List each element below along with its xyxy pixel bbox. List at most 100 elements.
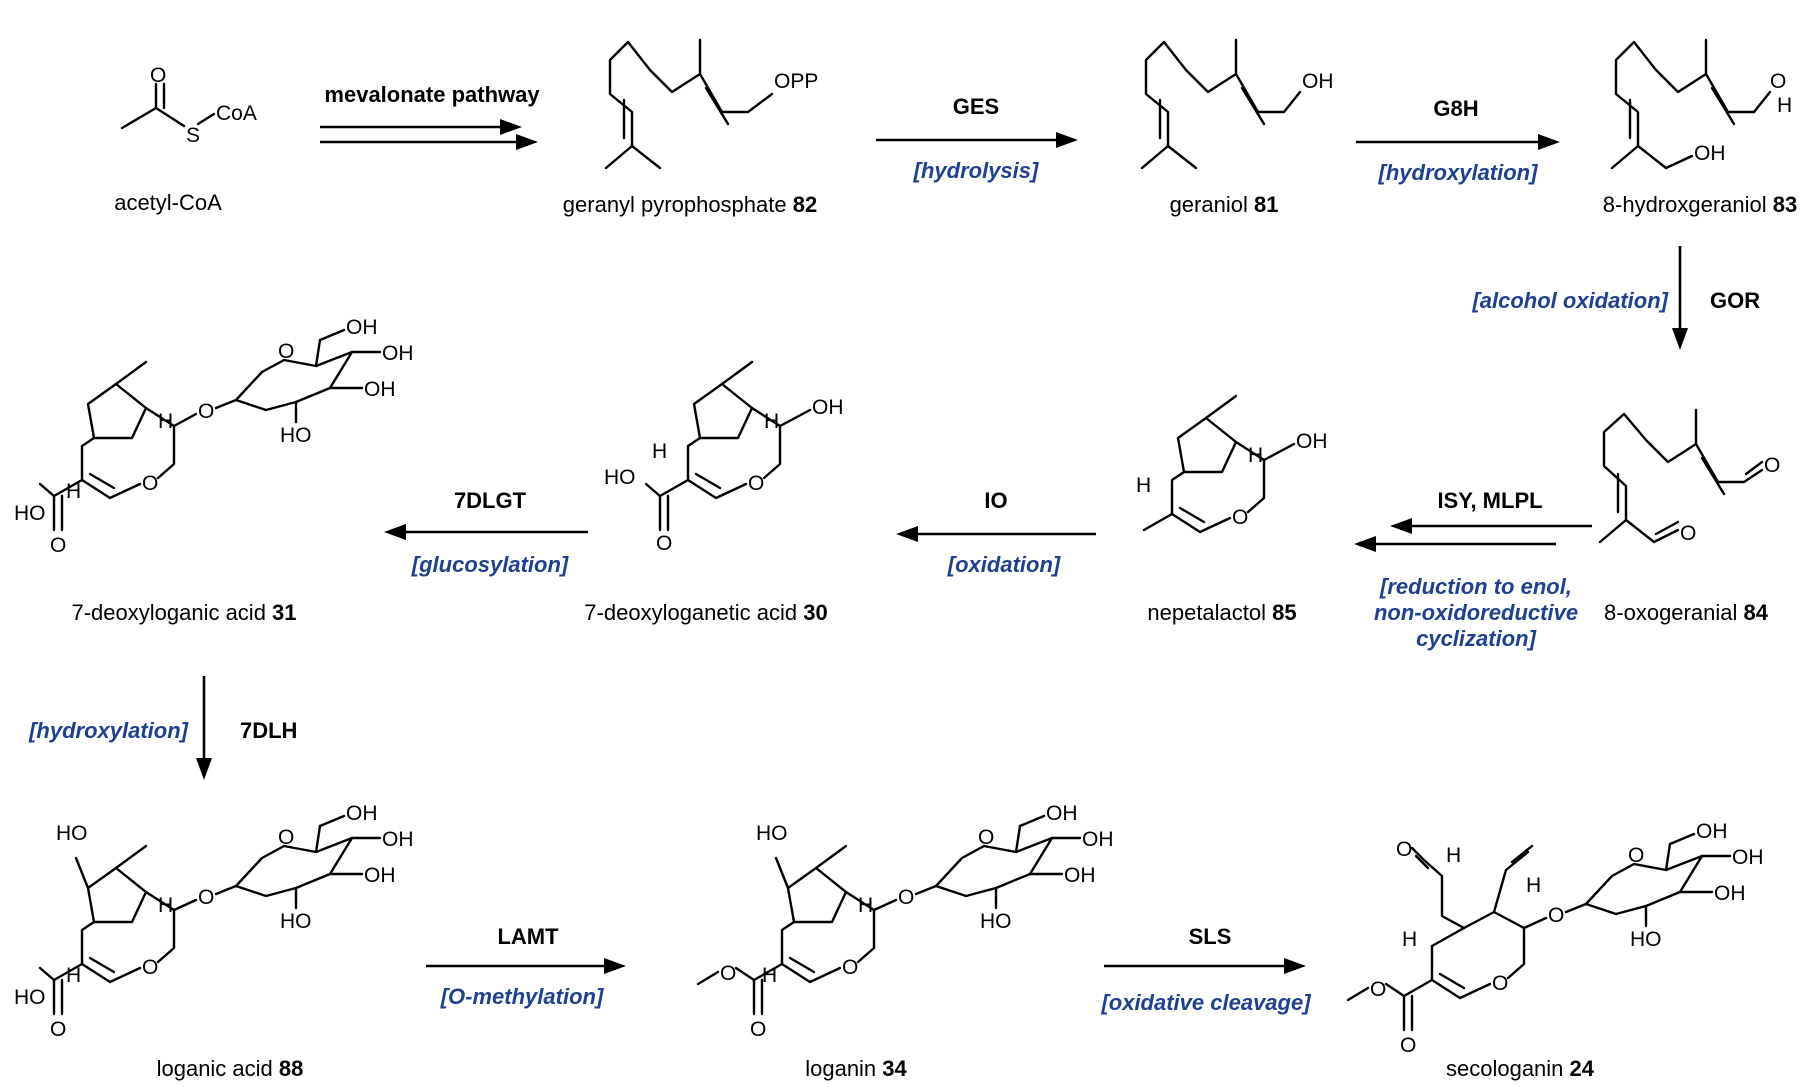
atom-oh: OH [812, 396, 844, 419]
atom-h: H [158, 410, 173, 433]
structure-oxogeranial: O O [1598, 408, 1780, 545]
enzyme-ges: GES [953, 94, 999, 119]
atom-o: O [278, 826, 294, 849]
atom-o: O [150, 64, 166, 87]
arrow-gor [1672, 246, 1688, 350]
arrow-ges [876, 132, 1078, 148]
atom-o: O [656, 532, 672, 555]
atom-h: H [1777, 94, 1792, 117]
atom-ho: HO [756, 822, 788, 845]
enzyme-7dlgt: 7DLGT [454, 488, 527, 513]
structure-acetyl-coa: O S CoA [120, 64, 257, 147]
atom-h: H [66, 964, 81, 987]
atom-oh: OH [1302, 70, 1334, 93]
atom-oh: OH [346, 316, 378, 339]
atom-coa: CoA [216, 102, 257, 125]
atom-ho: HO [604, 466, 636, 489]
atom-o: O [142, 956, 158, 979]
structure-deoxyloganic: O O OH OH OH HO O H H HO O [14, 316, 414, 557]
atom-h: H [762, 964, 777, 987]
atom-o: O [978, 826, 994, 849]
atom-oh: OH [1714, 882, 1746, 905]
enzyme-isy-mlpl: ISY, MLPL [1437, 488, 1542, 513]
arrow-7dlgt [384, 524, 588, 540]
atom-ho: HO [14, 502, 46, 525]
atom-h: H [858, 894, 873, 917]
enzyme-sls: SLS [1189, 924, 1232, 949]
reaction-hydrolysis: [hydrolysis] [913, 158, 1039, 183]
atom-oh: OH [1046, 802, 1078, 825]
atom-o: O [750, 1018, 766, 1041]
atom-h: H [1526, 874, 1541, 897]
structure-nepetalactol: OH O H H [1136, 394, 1328, 534]
atom-o: O [198, 400, 214, 423]
reaction-o-methylation: [O-methylation] [440, 984, 604, 1009]
atom-h: H [1402, 928, 1417, 951]
atom-o: O [1400, 1034, 1416, 1057]
structure-geraniol: OH [1140, 38, 1334, 170]
atom-o: O [1680, 522, 1696, 545]
atom-ho: HO [980, 910, 1012, 933]
atom-o: O [50, 534, 66, 557]
atom-oh: OH [346, 802, 378, 825]
reaction-alcohol-oxidation: [alcohol oxidation] [1471, 288, 1668, 313]
enzyme-lamt: LAMT [497, 924, 559, 949]
atom-oh: OH [382, 828, 414, 851]
atom-oh: OH [364, 864, 396, 887]
atom-h: H [1446, 844, 1461, 867]
atom-o: O [1396, 838, 1412, 861]
atom-o: O [748, 472, 764, 495]
arrow-sls [1104, 958, 1306, 974]
atom-o: O [50, 1018, 66, 1041]
atom-o: O [1628, 844, 1644, 867]
label-acetyl-coa: acetyl-CoA [114, 190, 222, 215]
atom-o: O [198, 886, 214, 909]
atom-h: H [66, 480, 81, 503]
enzyme-g8h: G8H [1433, 96, 1478, 121]
atom-oh: OH [382, 342, 414, 365]
structure-hydroxygeraniol: O H OH [1610, 38, 1792, 170]
arrow-isy-mlpl [1354, 518, 1592, 552]
structure-loganic-acid: HO O O OH OH OH HO O H H HO O [14, 802, 414, 1041]
atom-h: H [1248, 444, 1263, 467]
atom-o: O [720, 962, 736, 985]
structure-deoxyloganetic: OH O H H HO O [604, 360, 844, 555]
label-hydroxygeraniol: 8-hydroxgeraniol 83 [1603, 192, 1797, 217]
label-deoxyloganetic: 7-deoxyloganetic acid 30 [584, 600, 827, 625]
arrow-g8h [1356, 134, 1560, 150]
arrow-mevalonate [320, 119, 538, 150]
atom-ho: HO [280, 424, 312, 447]
reaction-oxidation: [oxidation] [947, 552, 1061, 577]
reaction-oxidative-cleavage: [oxidative cleavage] [1100, 990, 1311, 1015]
structure-secologanin: O H H H O O O O O OH OH OH HO [1346, 820, 1764, 1057]
atom-h: H [764, 410, 779, 433]
label-gpp: geranyl pyrophosphate 82 [563, 192, 817, 217]
arrow-lamt [426, 958, 626, 974]
atom-oh: OH [1694, 142, 1726, 165]
reaction-hydroxylation-2: [hydroxylation] [28, 718, 189, 743]
atom-oh: OH [1082, 828, 1114, 851]
enzyme-mevalonate: mevalonate pathway [324, 82, 540, 107]
atom-h: H [652, 440, 667, 463]
atom-ho: HO [56, 822, 88, 845]
atom-o: O [1548, 904, 1564, 927]
label-secologanin: secologanin 24 [1446, 1056, 1595, 1081]
label-loganin: loganin 34 [805, 1056, 907, 1081]
atom-o: O [1492, 972, 1508, 995]
structure-gpp: OPP [604, 38, 818, 170]
atom-ho: HO [14, 986, 46, 1009]
atom-o: O [142, 472, 158, 495]
reaction-hydroxylation-1: [hydroxylation] [1378, 160, 1539, 185]
arrow-7dlh [196, 676, 212, 780]
atom-oh: OH [1696, 820, 1728, 843]
label-oxogeranial: 8-oxogeranial 84 [1604, 600, 1769, 625]
atom-o: O [842, 956, 858, 979]
atom-oh: OH [1296, 430, 1328, 453]
atom-o: O [1232, 506, 1248, 529]
label-loganic-acid: loganic acid 88 [157, 1056, 304, 1081]
atom-oh: OH [1732, 846, 1764, 869]
structure-loganin: HO O O O OH OH OH HO O H H O [696, 802, 1114, 1041]
atom-s: S [186, 124, 200, 147]
